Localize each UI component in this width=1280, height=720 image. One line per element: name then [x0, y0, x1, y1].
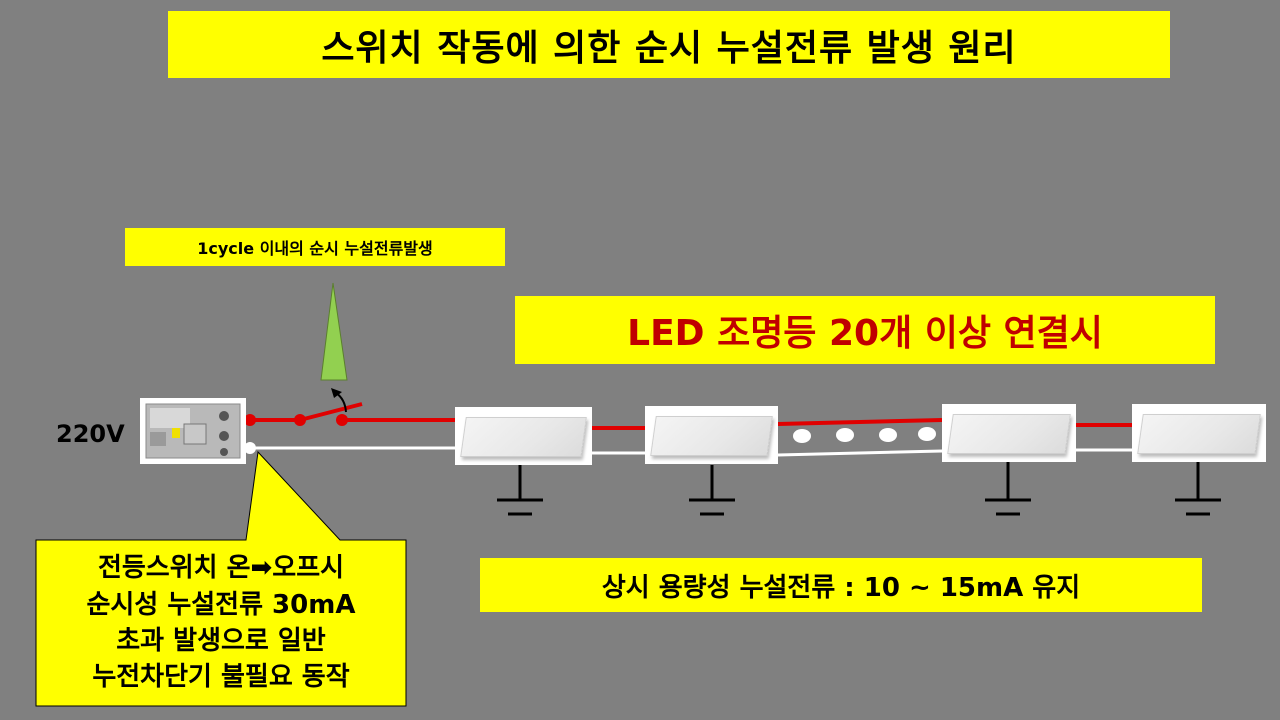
- led-condition-label: LED 조명등 20개 이상 연결시: [515, 296, 1215, 364]
- led-panel-icon: [942, 404, 1076, 462]
- switch-icon: [244, 388, 363, 454]
- ground-icon: [985, 462, 1031, 516]
- voltage-label: 220V: [56, 420, 125, 448]
- led-panel-icon: [1132, 404, 1266, 462]
- spike-note: 1cycle 이내의 순시 누설전류발생: [125, 228, 505, 266]
- callout-line: 순시성 누설전류 30mA: [86, 589, 356, 620]
- callout-line: 전등스위치 온➡오프시: [97, 553, 345, 584]
- spike-icon: [320, 282, 348, 381]
- neutral-wire: [248, 446, 1132, 457]
- ground-icon: [1175, 462, 1221, 516]
- ground-icon: [689, 465, 735, 516]
- led-panel-icon: [645, 406, 778, 464]
- page-title: 스위치 작동에 의한 순시 누설전류 발생 원리: [168, 11, 1170, 78]
- normal-leakage-label: 상시 용량성 누설전류 : 10 ~ 15mA 유지: [480, 558, 1202, 612]
- breaker-icon: [140, 398, 246, 464]
- callout-text: 전등스위치 온➡오프시 순시성 누설전류 30mA 초과 발생으로 일반 누전차…: [36, 540, 406, 706]
- led-panel-icon: [455, 407, 592, 465]
- ground-icon: [497, 465, 543, 516]
- live-wire: [248, 418, 1132, 430]
- callout-shape: [35, 450, 407, 707]
- callout-line: 초과 발생으로 일반: [116, 626, 326, 656]
- continuation-dots: [793, 427, 936, 443]
- callout-line: 누전차단기 불필요 동작: [92, 662, 350, 693]
